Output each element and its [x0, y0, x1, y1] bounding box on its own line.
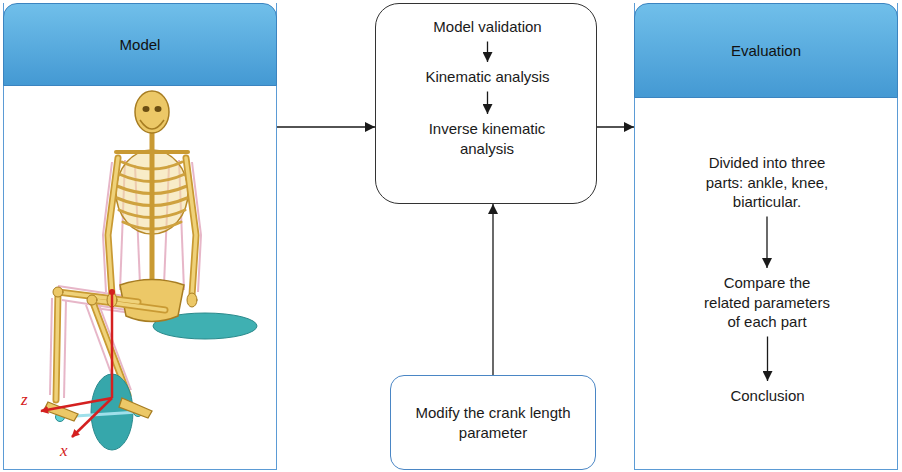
torso-bones	[143, 106, 150, 112]
flow-arrow	[597, 126, 634, 127]
evaluation-panel: EvaluationDivided into three parts: ankl…	[634, 3, 898, 470]
muscle-lines	[64, 300, 66, 398]
evaluation-step: Compare the related parameters of each p…	[696, 268, 838, 337]
limb-bones	[56, 158, 196, 400]
coordinate-axes	[109, 289, 115, 295]
process-step: Kinematic analysis	[419, 62, 556, 92]
flow-arrow	[487, 92, 488, 115]
node-text: Divided into three parts: ankle, knee, b…	[692, 153, 842, 212]
flow-arrow	[492, 204, 493, 375]
model-panel: Model	[3, 3, 277, 470]
torso-bones	[116, 91, 188, 322]
limb-bones	[187, 293, 197, 307]
torso-bones	[116, 150, 188, 154]
parameter-box: Modify the crank length parameter	[390, 375, 596, 470]
axis-label: x	[60, 442, 68, 459]
node-text: Kinematic analysis	[425, 67, 550, 87]
limb-bones	[108, 158, 118, 295]
panel-heading: Model	[3, 3, 277, 86]
flow-arrow	[277, 126, 375, 127]
process-step: Model validation	[427, 12, 548, 42]
panel-heading: Evaluation	[634, 3, 898, 98]
evaluation-step: Conclusion	[724, 381, 811, 411]
torso-bones	[135, 91, 169, 133]
torso-bones	[155, 106, 162, 112]
limb-bones	[186, 158, 196, 295]
flow-arrow	[766, 217, 767, 269]
evaluation-step: Divided into three parts: ankle, knee, b…	[686, 148, 848, 217]
limb-bones	[53, 287, 63, 297]
coordinate-axes	[111, 292, 114, 398]
node-text: Inverse kinematic analysis	[412, 119, 562, 158]
limb-bones	[186, 158, 196, 295]
node-text: Conclusion	[730, 386, 805, 406]
process-step: Inverse kinematic analysis	[406, 114, 568, 163]
limb-bones	[87, 295, 97, 305]
limb-bones	[56, 158, 196, 400]
node-text: Model validation	[433, 17, 542, 37]
torso-bones	[140, 120, 164, 129]
flow-arrow	[487, 42, 488, 63]
process-group-box: Model validationKinematic analysisInvers…	[375, 3, 597, 204]
axis-label: z	[21, 391, 28, 408]
flow-arrow	[767, 337, 768, 382]
torso-bones	[150, 130, 155, 292]
coordinate-axes	[72, 398, 112, 437]
node-text: Modify the crank length parameter	[413, 403, 573, 442]
node-text: Compare the related parameters of each p…	[702, 273, 832, 332]
limb-bones	[108, 158, 118, 295]
muscle-lines	[50, 298, 52, 395]
limb-bones	[53, 158, 197, 400]
coordinate-axes	[41, 289, 115, 437]
feet-bones	[119, 398, 152, 418]
